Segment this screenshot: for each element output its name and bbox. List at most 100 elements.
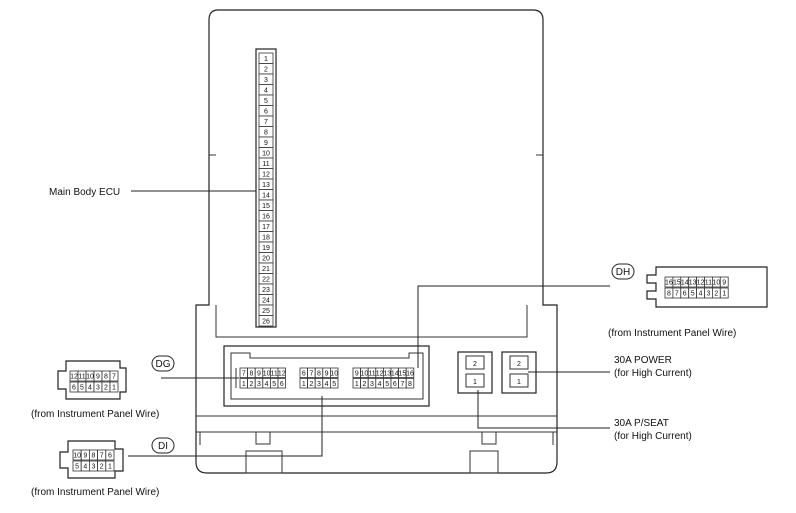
pin-number: 7	[309, 370, 313, 377]
pin-number: 10	[361, 370, 369, 377]
bottom-tab	[469, 450, 499, 474]
pin-cell	[109, 381, 119, 393]
bottom-tab	[245, 450, 283, 474]
tag-di-text: DI	[158, 441, 168, 452]
tag-di: DI	[151, 437, 175, 454]
bottom-tab	[255, 431, 271, 445]
ecu-socket-inner	[230, 352, 424, 400]
pin-number: 16	[665, 280, 673, 287]
pin-number: 8	[249, 370, 253, 377]
pin-cell	[109, 370, 119, 382]
pin-number: 23	[262, 287, 270, 294]
label-30a-p-seat-sub: (for High Current)	[614, 431, 692, 442]
pin-number: 12	[376, 370, 384, 377]
label-from-ip-dh: (from Instrument Panel Wire)	[608, 328, 736, 339]
tag-dh: DH	[611, 263, 635, 280]
pin-number: 9	[96, 374, 100, 381]
connector-di-body	[59, 440, 124, 479]
pin-number: 10	[712, 280, 720, 287]
pin-number: 15	[673, 280, 681, 287]
pin-number: 14	[262, 192, 270, 199]
pin-number: 2	[714, 291, 718, 298]
pin-number: 5	[691, 291, 695, 298]
pin-number: 8	[667, 291, 671, 298]
fuse-terminal	[509, 355, 529, 370]
fuse-30a-power: 2 1	[501, 351, 537, 394]
pin-number: 4	[264, 87, 268, 94]
pin-number: 4	[88, 385, 92, 392]
inner-frame	[215, 305, 528, 338]
pin-cell	[719, 276, 729, 288]
pin-number: 17	[262, 224, 270, 231]
ecu-pin-column: 1234567891011121314151617181920212223242…	[258, 52, 274, 327]
leader-di	[128, 396, 323, 457]
pin-cell	[405, 378, 415, 389]
pin-number: 10	[86, 374, 94, 381]
pin-number: 22	[262, 276, 270, 283]
pin-number: 6	[280, 381, 284, 388]
ecu-pin-column-frame	[255, 48, 277, 328]
pin-number: 11	[78, 374, 85, 381]
pin-number: 7	[112, 374, 116, 381]
pin-number: 3	[257, 381, 261, 388]
pin-number: 15	[262, 203, 270, 210]
junction-block-outline	[195, 9, 558, 474]
pin-number: 7	[400, 381, 404, 388]
tag-dg-oval	[151, 355, 175, 372]
pin-number: 2	[100, 464, 104, 471]
bottom-tab	[481, 431, 497, 445]
pin-number: 26	[262, 318, 270, 325]
label-30a-power: 30A POWER	[614, 355, 672, 366]
fuse-pin-label: 2	[517, 361, 521, 368]
pin-number: 1	[302, 381, 306, 388]
pin-number: 20	[262, 255, 270, 262]
pin-number: 5	[272, 381, 276, 388]
pin-number: 6	[683, 291, 687, 298]
pin-cell	[105, 449, 115, 461]
pin-number: 6	[264, 108, 268, 115]
pin-number: 5	[75, 464, 79, 471]
fuse-terminal	[509, 373, 529, 388]
pin-number: 4	[325, 381, 329, 388]
pin-number: 10	[262, 150, 270, 157]
pin-number: 5	[264, 98, 268, 105]
pin-cell	[277, 367, 286, 378]
pin-number: 6	[393, 381, 397, 388]
label-30a-p-seat: 30A P/SEAT	[614, 418, 669, 429]
pin-number: 4	[265, 381, 269, 388]
pin-number: 12	[262, 171, 270, 178]
connector-dg-body	[57, 360, 127, 400]
pin-number: 13	[383, 370, 391, 377]
pin-number: 5	[332, 381, 336, 388]
pin-number: 8	[92, 453, 96, 460]
pin-number: 11	[262, 161, 269, 168]
pin-number: 10	[263, 370, 271, 377]
pin-number: 4	[378, 381, 382, 388]
pin-number: 8	[408, 381, 412, 388]
pin-number: 3	[92, 464, 96, 471]
pin-number: 5	[385, 381, 389, 388]
tag-dg: DG	[151, 355, 175, 372]
pin-number: 1	[112, 385, 116, 392]
pin-number: 8	[264, 129, 268, 136]
pin-number: 16	[262, 213, 270, 220]
pin-number: 9	[355, 370, 359, 377]
pin-number: 1	[722, 291, 726, 298]
pin-number: 4	[83, 464, 87, 471]
pin-cell	[329, 367, 339, 378]
label-from-ip-di: (from Instrument Panel Wire)	[31, 487, 159, 498]
pin-number: 9	[264, 140, 268, 147]
pin-number: 2	[104, 385, 108, 392]
fuse-terminal	[465, 373, 485, 388]
fuse-pin-label: 1	[473, 379, 477, 386]
pin-cell	[258, 315, 274, 327]
fuse-housing	[457, 351, 493, 394]
pin-number: 8	[104, 374, 108, 381]
pin-number: 6	[108, 453, 112, 460]
pin-cell	[277, 378, 286, 389]
